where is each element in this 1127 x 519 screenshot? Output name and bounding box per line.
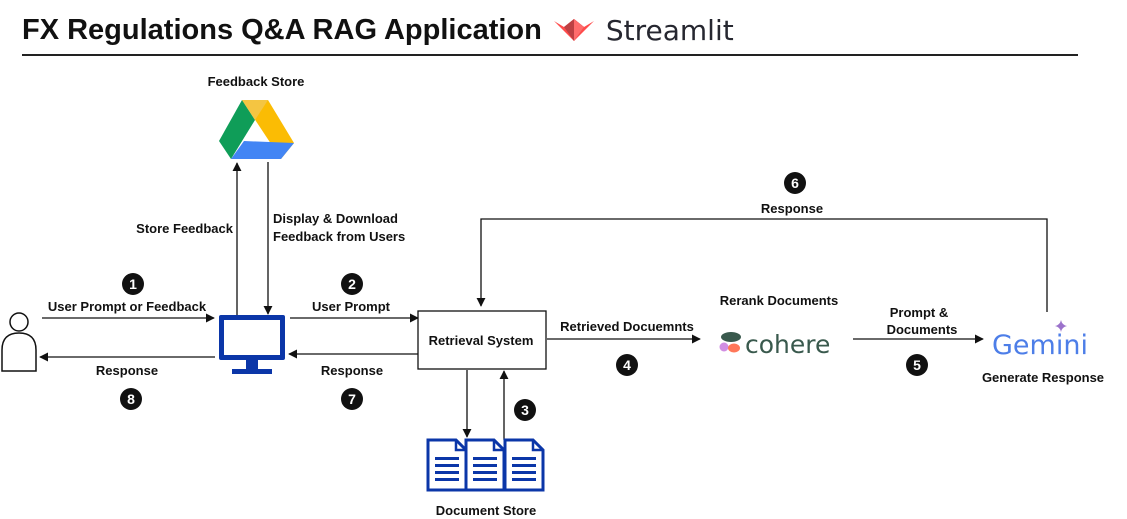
streamlit-brand: Streamlit	[605, 13, 734, 47]
user-prompt-or-feedback-label: User Prompt or Feedback	[48, 299, 207, 314]
svg-text:8: 8	[127, 391, 135, 407]
cohere-wordmark: cohere	[745, 330, 830, 359]
gemini-wordmark: Gemini	[992, 330, 1088, 361]
gemini-sparkle-icon	[1055, 320, 1067, 332]
document-store-label: Document Store	[436, 503, 536, 518]
step-badge-2: 2	[341, 273, 363, 295]
store-feedback-label: Store Feedback	[136, 221, 234, 236]
feedback-store-label: Feedback Store	[208, 74, 305, 89]
user-prompt-label: User Prompt	[312, 299, 391, 314]
rerank-documents-label: Rerank Documents	[720, 293, 838, 308]
display-download-label-2: Feedback from Users	[273, 229, 405, 244]
step-badge-3: 3	[514, 399, 536, 421]
display-download-label-1: Display & Download	[273, 211, 398, 226]
response-to-user-label: Response	[96, 363, 158, 378]
response-from-gemini-label: Response	[761, 201, 823, 216]
retrieval-system-box	[417, 310, 547, 370]
step-badge-4: 4	[616, 354, 638, 376]
prompt-documents-label-2: Documents	[887, 322, 958, 337]
svg-text:5: 5	[913, 357, 921, 373]
step-badge-1: 1	[122, 273, 144, 295]
step-badge-8: 8	[120, 388, 142, 410]
title-bar: FX Regulations Q&A RAG Application Strea…	[22, 10, 734, 50]
svg-text:4: 4	[623, 357, 631, 373]
prompt-documents-label-1: Prompt &	[890, 305, 949, 320]
google-drive-icon	[219, 100, 294, 159]
step-badge-6: 6	[784, 172, 806, 194]
svg-text:2: 2	[348, 276, 356, 292]
response-to-app-label: Response	[321, 363, 383, 378]
step-badge-5: 5	[906, 354, 928, 376]
edge-response-from-gemini	[476, 218, 1048, 312]
page-title: FX Regulations Q&A RAG Application	[22, 13, 542, 46]
generate-response-label: Generate Response	[982, 370, 1104, 385]
monitor-icon	[219, 315, 285, 374]
streamlit-crown-icon	[553, 19, 594, 41]
svg-text:1: 1	[129, 276, 137, 292]
user-icon	[1, 312, 37, 372]
step-badge-7: 7	[341, 388, 363, 410]
retrieved-documents-label: Retrieved Docuemnts	[560, 319, 694, 334]
svg-text:6: 6	[791, 175, 799, 191]
cohere-logo	[719, 332, 741, 353]
retrieval-system-label: Retrieval System	[429, 333, 534, 348]
svg-text:3: 3	[521, 402, 529, 418]
svg-text:7: 7	[348, 391, 356, 407]
document-stack-icon	[426, 438, 545, 492]
title-divider	[22, 54, 1078, 56]
